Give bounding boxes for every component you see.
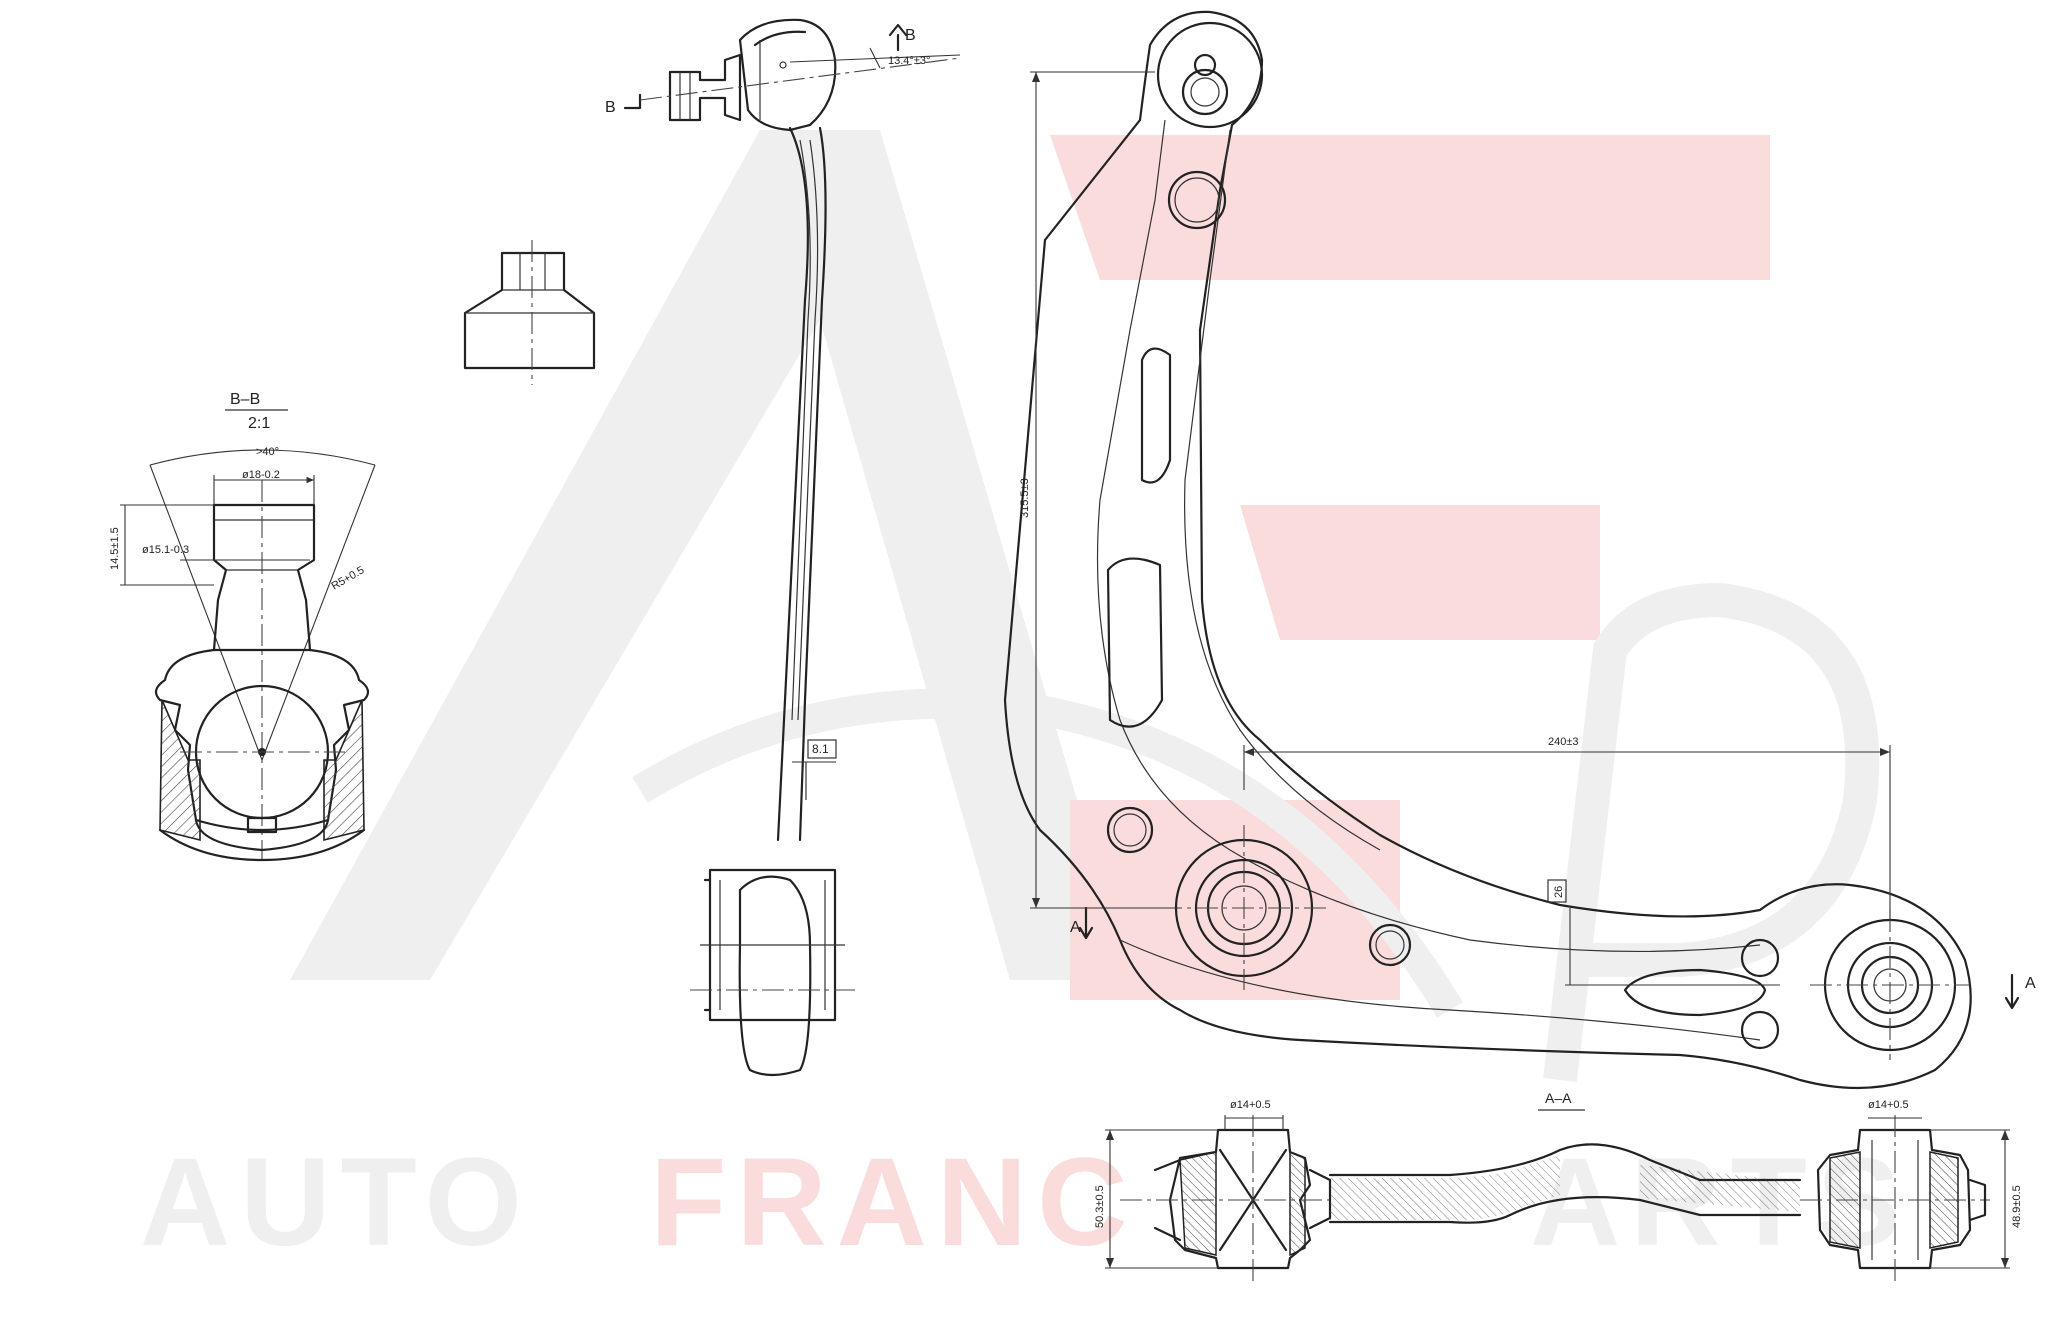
dim-arm-offset: 26 bbox=[1553, 886, 1565, 898]
watermark-swoosh bbox=[632, 688, 1463, 1018]
section-bb-scale: 2:1 bbox=[248, 415, 270, 432]
control-arm-top-view: A A 315.5±3 240±3 26 bbox=[1003, 10, 2036, 1090]
section-marker-a-right: A bbox=[2025, 975, 2036, 992]
section-marker-b-right: B bbox=[905, 27, 916, 44]
dim-aa-height-right: 48.9±0.5 bbox=[2011, 1185, 2023, 1228]
watermark-letter-f-mid bbox=[1240, 505, 1600, 640]
dim-bb-angle: >40° bbox=[256, 446, 279, 458]
section-bb-title: B–B bbox=[230, 391, 260, 408]
watermark: AUTO FRANC ARTS bbox=[140, 130, 1900, 1272]
dim-bb-neck-diameter: ø15.1-0.3 bbox=[142, 544, 189, 556]
dim-bb-top-diameter: ø18-0.2 bbox=[242, 469, 280, 481]
watermark-letter-f-top bbox=[1050, 135, 1770, 280]
section-marker-a-left: A bbox=[1070, 919, 1081, 936]
watermark-letter-p bbox=[1543, 582, 1880, 1082]
dim-bb-height: 14.5±1.5 bbox=[109, 527, 121, 570]
dim-aa-bore-left: ø14+0.5 bbox=[1230, 1099, 1271, 1111]
section-bb-view: B–B 2:1 >40° ø18-0.2 ø15.1-0.3 14.5±1.5 … bbox=[109, 391, 376, 862]
section-marker-b-left: B bbox=[605, 99, 616, 116]
nut-detail-view bbox=[463, 240, 596, 385]
link-side-view: B B 13.4°±3° 8.1 bbox=[605, 18, 961, 1077]
watermark-text-left: AUTO bbox=[140, 1133, 532, 1272]
watermark-text-mid: FRANC bbox=[650, 1133, 1137, 1272]
dim-arm-span: 240±3 bbox=[1548, 736, 1579, 748]
dim-link-angle: 13.4°±3° bbox=[888, 55, 930, 67]
dim-arm-height: 315.5±3 bbox=[1019, 478, 1031, 518]
section-aa-view: A–A ø14+0.5 ø14+0.5 bbox=[1094, 1090, 2023, 1285]
dim-aa-height-left: 50.3±0.5 bbox=[1094, 1185, 1106, 1228]
dim-aa-bore-right: ø14+0.5 bbox=[1868, 1099, 1909, 1111]
section-aa-title: A–A bbox=[1545, 1090, 1572, 1106]
dim-link-thickness: 8.1 bbox=[812, 742, 829, 756]
watermark-letter-a bbox=[290, 130, 1130, 980]
